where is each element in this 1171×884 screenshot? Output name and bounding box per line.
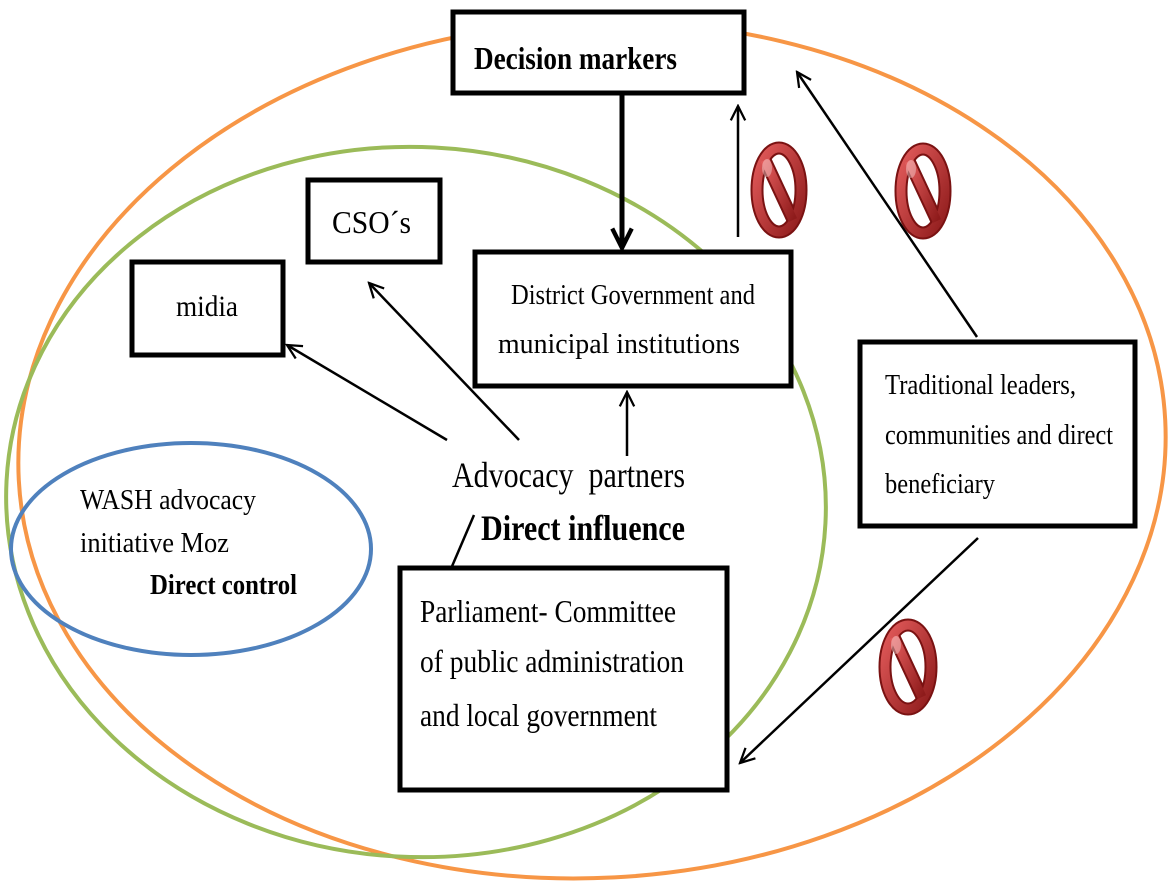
district-government-box	[472, 249, 794, 389]
prohibition-icon	[878, 618, 938, 716]
inner-circle-blue	[9, 441, 373, 657]
prohibition-ring	[752, 143, 806, 237]
district-government-label-line-2: municipal institutions	[498, 328, 740, 360]
traditional-leaders-label-line-1: Traditional leaders,	[885, 369, 1076, 401]
prohibition-ring	[880, 620, 936, 714]
midia-box	[129, 259, 286, 358]
parliament-committee-node: Parliament- Committee of public administ…	[397, 565, 730, 793]
district-government-node: District Government and municipal instit…	[472, 249, 794, 389]
parliament-committee-label-line-3: and local government	[420, 697, 657, 733]
direct-control-label: Direct control	[150, 570, 297, 601]
traditional-leaders-label-line-2: communities and direct	[885, 419, 1113, 451]
advocacy-partners-label: Advocacy partners	[452, 455, 685, 495]
csos-node: CSO´s	[305, 177, 443, 265]
arrow-advocacy-to-csos	[369, 283, 520, 441]
prohibition-slash	[760, 158, 798, 222]
prohibition-ring	[896, 144, 950, 238]
decision-makers-node: Decision markers	[450, 9, 747, 96]
prohibition-highlight	[762, 159, 772, 177]
parliament-committee-label-line-2: of public administration	[420, 643, 684, 679]
csos-box	[305, 177, 443, 265]
arrow-advocacy-to-midia	[287, 345, 448, 442]
parliament-committee-box	[397, 565, 730, 793]
prohibition-icon	[894, 142, 952, 240]
prohibition-highlight	[891, 636, 901, 654]
middle-circle-green	[4, 144, 828, 860]
midia-node: midia	[129, 259, 286, 358]
prohibition-slash	[889, 635, 927, 699]
wash-initiative-label-line-2: initiative Moz	[80, 528, 229, 559]
traditional-leaders-box	[857, 339, 1138, 529]
arrow-traditional-to-decision	[797, 72, 979, 338]
midia-label: midia	[176, 290, 238, 323]
wash-initiative-label-line-1: WASH advocacy	[80, 485, 256, 516]
decision-makers-box	[450, 9, 747, 96]
decision-makers-label: Decision markers	[474, 40, 677, 76]
traditional-leaders-node: Traditional leaders, communities and dir…	[857, 339, 1138, 529]
district-government-label-line-1: District Government and	[511, 279, 755, 311]
prohibition-slash	[904, 159, 942, 223]
prohibition-icon	[750, 141, 808, 239]
traditional-leaders-label-line-3: beneficiary	[885, 468, 995, 500]
parliament-committee-label-line-1: Parliament- Committee	[420, 593, 676, 629]
prohibition-highlight	[906, 160, 916, 178]
csos-label: CSO´s	[332, 204, 411, 240]
direct-influence-label: Direct influence	[481, 508, 685, 548]
arrow-traditional-to-parliament	[740, 537, 979, 763]
